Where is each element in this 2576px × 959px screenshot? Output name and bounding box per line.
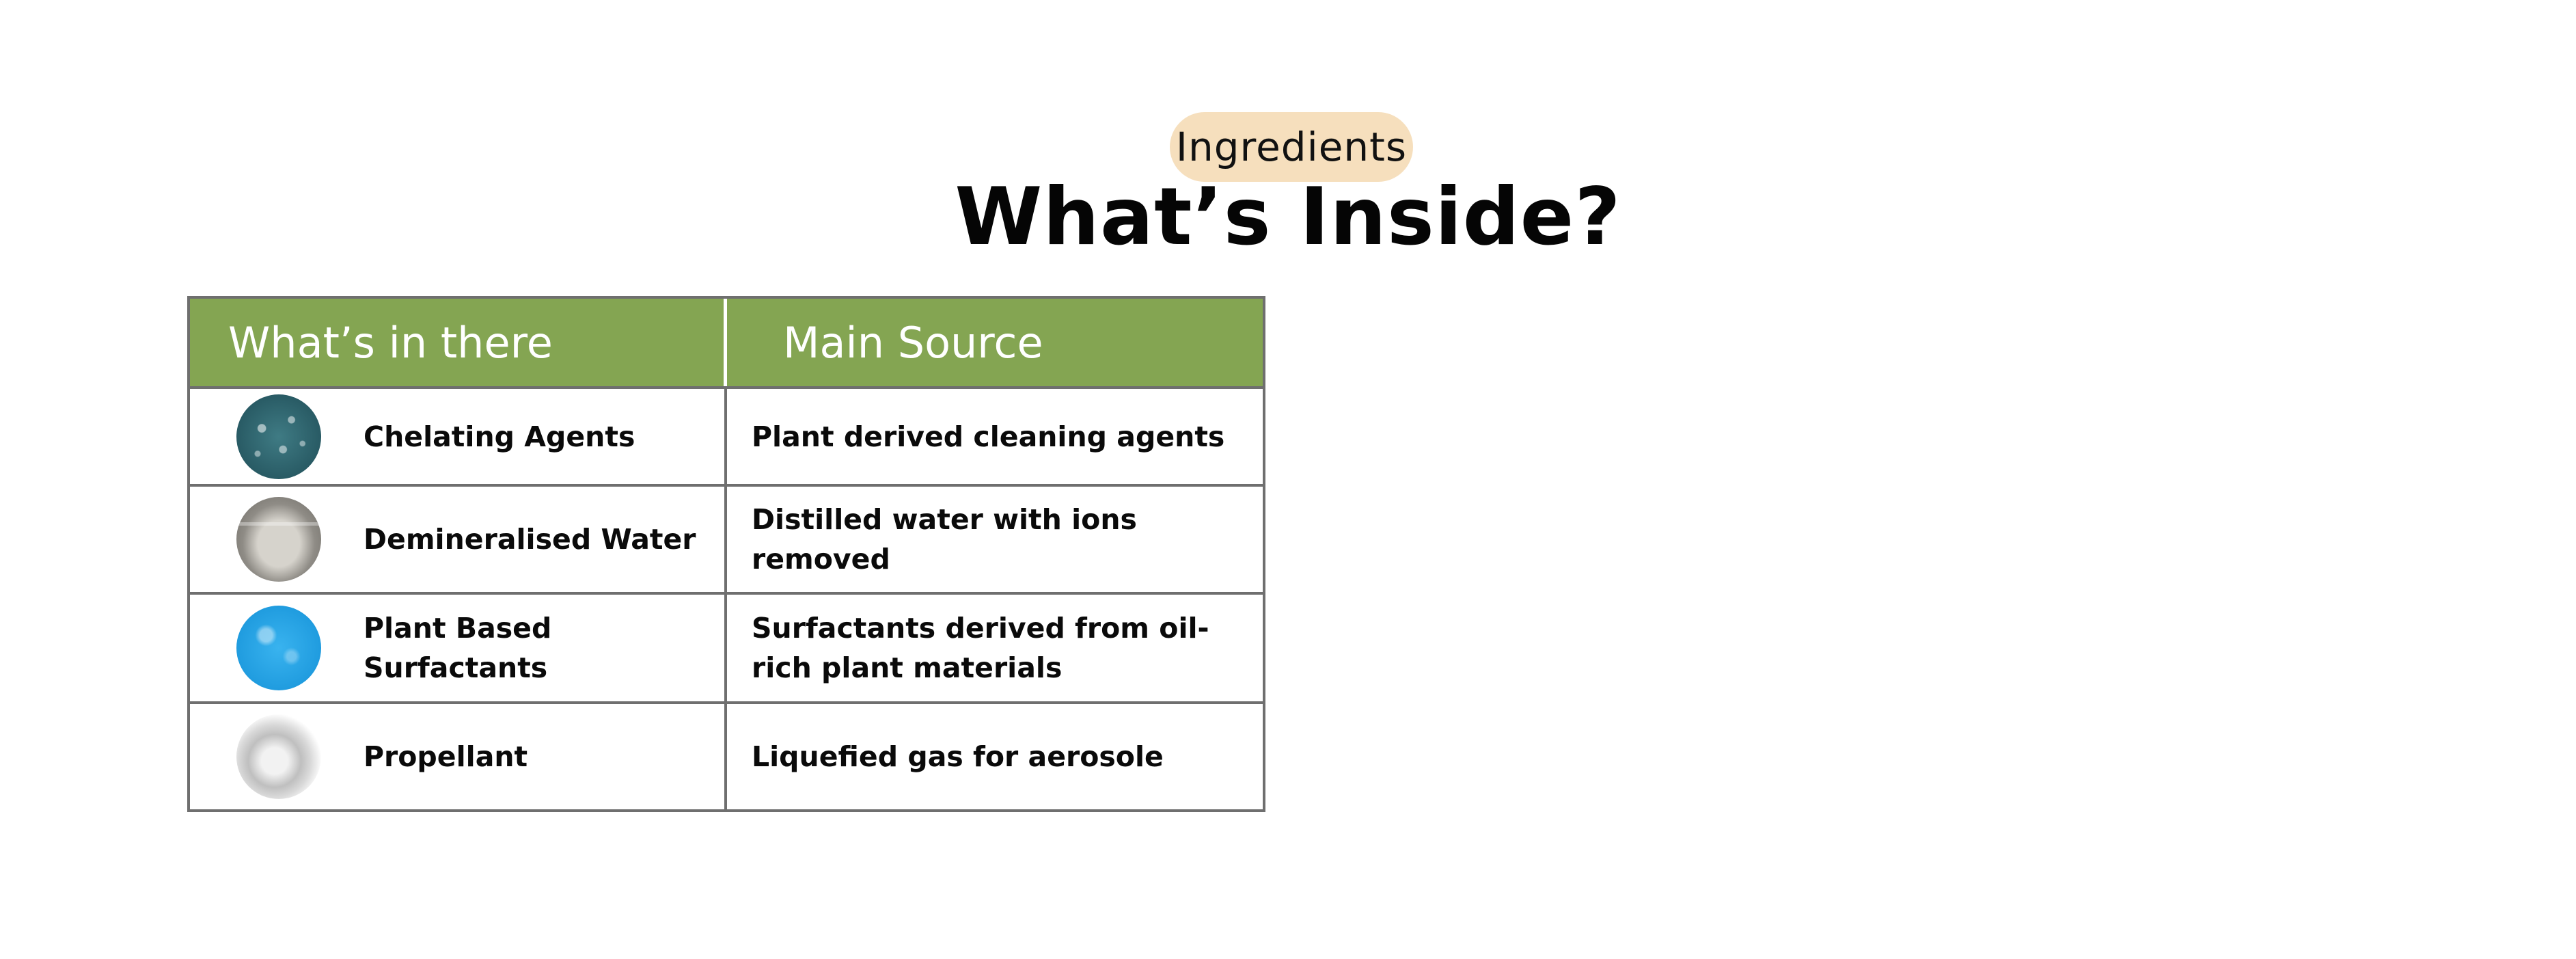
source-cell: Surfactants derived from oil-rich plant … [752, 612, 1209, 684]
table-header: What’s in there Main Source [190, 299, 1263, 386]
ingredient-cell: Propellant [190, 704, 727, 809]
ingredients-table: What’s in there Main Source Chelating Ag… [187, 296, 1265, 812]
source-cell: Distilled water with ions removed [752, 503, 1137, 576]
table-row: Plant Based Surfactants Surfactants deri… [190, 592, 1263, 701]
water-glass-photo [236, 497, 321, 582]
ingredient-name: Propellant [364, 740, 528, 773]
ingredient-name: Chelating Agents [364, 420, 635, 453]
ingredient-cell: Demineralised Water [190, 487, 727, 592]
blue-water-photo [236, 606, 321, 690]
crystal-photo [236, 714, 321, 799]
ingredient-name: Plant Based Surfactants [364, 612, 552, 684]
table-row: Chelating Agents Plant derived cleaning … [190, 386, 1263, 484]
source-cell: Liquefied gas for aerosole [752, 740, 1164, 773]
ingredients-badge: Ingredients [1170, 112, 1413, 182]
column-header-source: Main Source [783, 317, 1043, 368]
ingredient-cell: Plant Based Surfactants [190, 595, 727, 701]
badge-label: Ingredients [1175, 124, 1408, 170]
source-cell: Plant derived cleaning agents [752, 420, 1225, 453]
ingredient-name: Demineralised Water [364, 523, 696, 556]
page-title: What’s Inside? [955, 171, 1621, 263]
ingredient-cell: Chelating Agents [190, 389, 727, 484]
chelating-agents-photo [236, 394, 321, 479]
column-header-ingredient: What’s in there [190, 299, 727, 386]
table-row: Demineralised Water Distilled water with… [190, 484, 1263, 592]
table-row: Propellant Liquefied gas for aerosole [190, 701, 1263, 809]
